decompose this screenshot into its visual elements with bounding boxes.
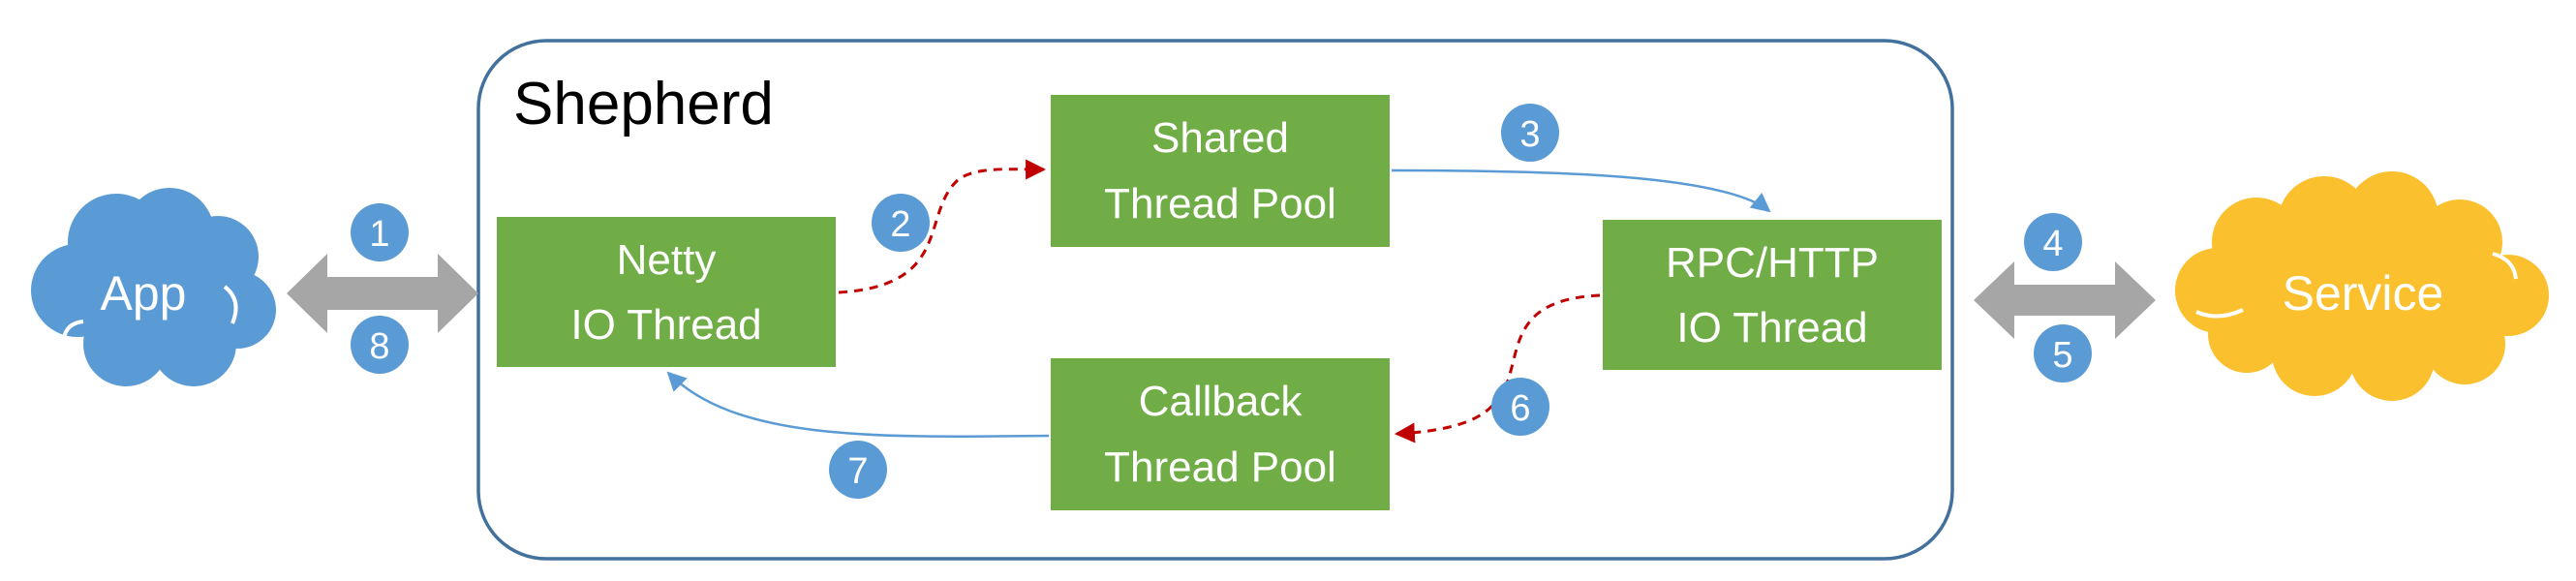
step-badge-circle <box>1501 104 1559 162</box>
rpc-line2: IO Thread <box>1676 304 1867 352</box>
step-badge-4: 4 <box>2024 213 2082 271</box>
rpc-line1: RPC/HTTP <box>1666 239 1879 287</box>
service-label: Service <box>2283 266 2444 321</box>
step-badge-label: 8 <box>369 326 389 367</box>
shepherd-title: Shepherd <box>513 71 774 138</box>
step-badge-circle <box>829 441 887 499</box>
service-cloud <box>2175 171 2549 401</box>
service-bidirectional-arrow <box>1974 261 2156 339</box>
step-badge-6: 6 <box>1491 378 1549 436</box>
step-badge-3: 3 <box>1501 104 1559 162</box>
shepherd-container <box>476 39 1954 561</box>
app-bidirectional-arrow <box>287 254 478 333</box>
app-cloud <box>31 188 276 386</box>
rpc-http-io-thread-box <box>1603 220 1942 370</box>
step-badge-2: 2 <box>872 194 930 252</box>
callback-thread-pool-box <box>1051 358 1390 510</box>
shared-line2: Thread Pool <box>1104 180 1336 228</box>
netty-line2: IO Thread <box>570 301 761 349</box>
shared-thread-pool-box <box>1051 95 1390 247</box>
step-badge-label: 1 <box>369 214 389 255</box>
step-badge-circle <box>2024 213 2082 271</box>
step-badge-circle <box>872 194 930 252</box>
netty-io-thread-box <box>497 217 836 367</box>
step-badge-circle <box>2034 324 2092 382</box>
app-label: App <box>101 266 187 321</box>
step3-connector <box>1391 168 1771 213</box>
step-badge-label: 3 <box>1519 114 1540 155</box>
step-badge-label: 6 <box>1510 388 1530 429</box>
step2-async-connector <box>838 159 1047 294</box>
callback-line1: Callback <box>1139 378 1303 425</box>
step-badge-circle <box>351 203 409 261</box>
step-badge-label: 4 <box>2042 224 2063 264</box>
step-badge-7: 7 <box>829 441 887 499</box>
step-badge-circle <box>1491 378 1549 436</box>
step7-connector <box>666 371 1050 438</box>
step-badge-8: 8 <box>351 316 409 374</box>
step-badge-5: 5 <box>2034 324 2092 382</box>
step-badge-label: 2 <box>890 204 910 245</box>
shared-line1: Shared <box>1151 114 1289 162</box>
netty-line1: Netty <box>617 236 717 284</box>
step-badge-label: 5 <box>2052 335 2072 376</box>
step-badge-circle <box>351 316 409 374</box>
callback-line2: Thread Pool <box>1104 443 1336 491</box>
step-badge-label: 7 <box>847 451 868 492</box>
step-badge-1: 1 <box>351 203 409 261</box>
